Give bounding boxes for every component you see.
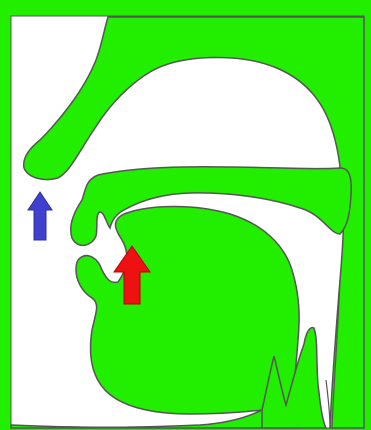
vocal-tract-diagram (0, 0, 371, 430)
sagittal-section-svg (0, 0, 371, 430)
